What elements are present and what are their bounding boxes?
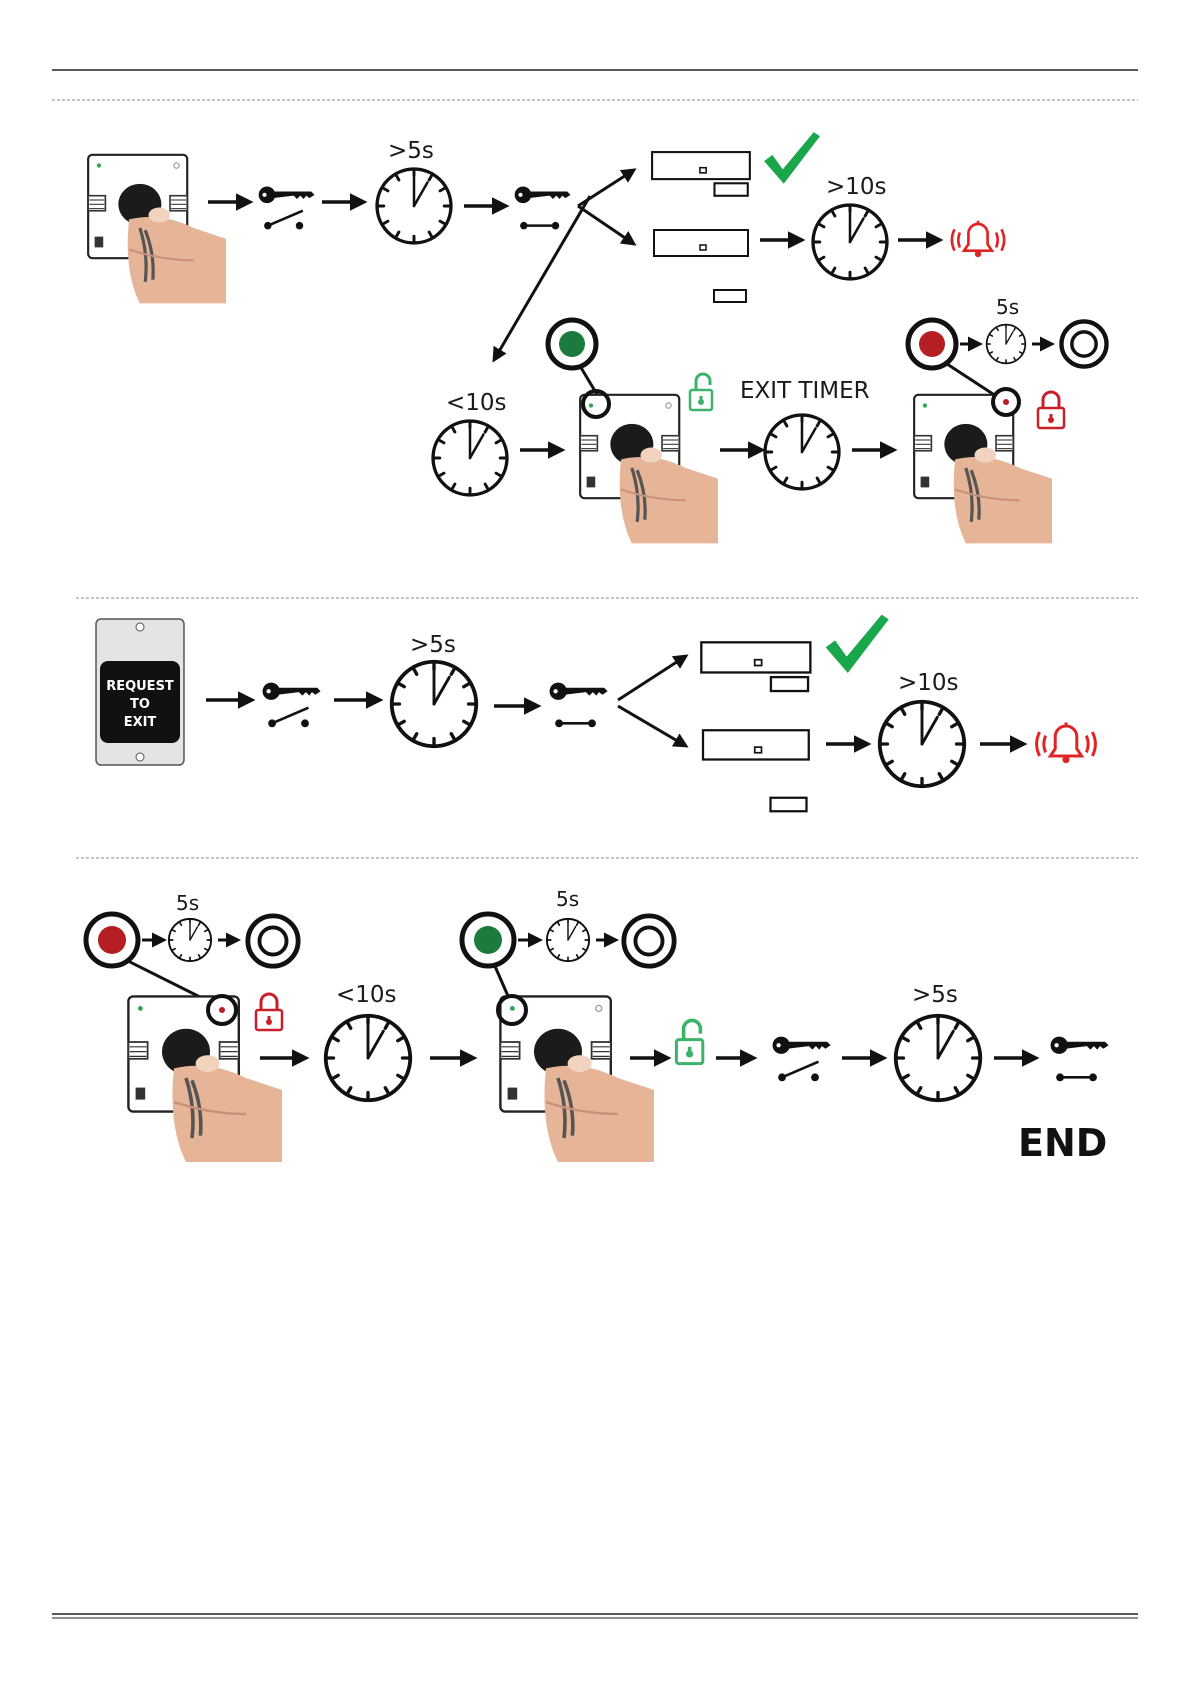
led-red-dot-small — [219, 1007, 225, 1013]
clock-icon — [169, 919, 211, 961]
clock-icon — [326, 1016, 410, 1100]
keypad-reader-icon — [88, 155, 226, 304]
clock-icon — [880, 702, 964, 786]
padlock-open-icon — [676, 1020, 702, 1063]
time-label-5s: 5s — [176, 891, 199, 915]
time-label-gt5: >5s — [912, 982, 958, 1008]
door-open-icon — [654, 230, 748, 302]
time-label-lt10: <10s — [336, 982, 397, 1008]
time-label-gt5: >5s — [388, 138, 434, 164]
section-1: >5s >10s <10s EXIT TIMER 5s — [88, 132, 1106, 543]
time-label-lt10: <10s — [446, 390, 507, 416]
rte-line-2: TO — [130, 697, 150, 712]
clock-icon — [377, 169, 451, 243]
section-2: REQUEST TO EXIT >5s >10s — [96, 615, 1095, 812]
led-off-icon — [624, 916, 674, 966]
led-red-dot — [98, 926, 126, 954]
alarm-bell-icon — [1037, 722, 1096, 763]
branch-arrow — [618, 656, 686, 700]
key-switch-open-icon — [263, 683, 321, 728]
clock-icon — [765, 415, 839, 489]
door-open-icon — [703, 730, 809, 811]
alarm-bell-icon — [952, 221, 1004, 257]
exit-timer-label: EXIT TIMER — [740, 378, 870, 404]
check-icon — [764, 132, 820, 184]
time-label-5s: 5s — [556, 887, 579, 911]
check-icon — [826, 615, 889, 673]
callout-line — [944, 362, 996, 396]
callout-line — [126, 960, 206, 1000]
key-switch-closed-icon — [550, 683, 608, 728]
clock-icon — [392, 662, 476, 746]
clock-icon — [813, 205, 887, 279]
time-label-gt10: >10s — [898, 670, 959, 696]
rte-line-3: EXIT — [124, 715, 157, 730]
padlock-closed-icon — [256, 994, 282, 1030]
time-label-gt5: >5s — [410, 632, 456, 658]
time-label-gt10: >10s — [826, 174, 887, 200]
led-off-icon — [248, 916, 298, 966]
keypad-reader-icon — [914, 395, 1052, 544]
led-red-dot-small — [1003, 399, 1009, 405]
keypad-reader-icon — [500, 996, 654, 1162]
door-closed-icon — [652, 152, 750, 196]
rte-line-1: REQUEST — [106, 679, 174, 694]
key-switch-open-icon — [259, 187, 315, 230]
branch-arrow — [618, 706, 686, 746]
clock-icon — [896, 1016, 980, 1100]
padlock-closed-icon — [1038, 392, 1064, 428]
led-off-icon — [1061, 321, 1106, 366]
door-closed-icon — [701, 642, 810, 691]
clock-icon — [547, 919, 589, 961]
section-3: 5s <10s 5s >5s END — [86, 887, 1109, 1165]
clock-icon — [987, 325, 1026, 364]
led-green-dot — [559, 331, 585, 357]
clock-icon — [433, 421, 507, 495]
led-green-dot — [474, 926, 502, 954]
padlock-open-icon — [690, 374, 712, 410]
time-label-5s: 5s — [996, 295, 1019, 319]
branch-arrow — [578, 206, 634, 244]
end-label: END — [1018, 1121, 1107, 1165]
key-switch-open-icon — [773, 1037, 831, 1082]
key-switch-closed-icon — [1051, 1037, 1109, 1082]
key-switch-closed-icon — [515, 187, 571, 230]
callout-line — [494, 964, 508, 996]
led-red-dot — [919, 331, 945, 357]
